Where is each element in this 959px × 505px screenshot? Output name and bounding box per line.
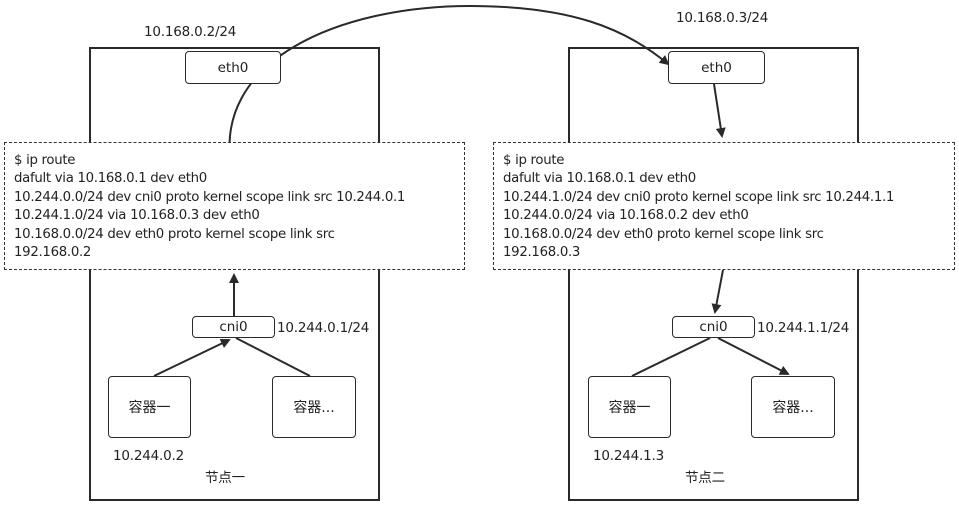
node2-cni0-to-container1-line xyxy=(631,337,711,377)
node2-route-table: $ ip route dafult via 10.168.0.1 dev eth… xyxy=(493,142,955,270)
route-line: dafult via 10.168.0.1 dev eth0 xyxy=(14,171,207,187)
route-line: dafult via 10.168.0.1 dev eth0 xyxy=(503,171,696,187)
route-line: 10.244.0.0/24 dev cni0 proto kernel scop… xyxy=(14,189,406,205)
node2-cni0: cni0 xyxy=(672,316,755,338)
node2-container1-ip-label: 10.244.1.3 xyxy=(593,448,664,464)
node1-container2: 容器... xyxy=(272,376,356,438)
route-line: 10.168.0.0/24 dev eth0 proto kernel scop… xyxy=(503,226,824,242)
eth0-to-eth0-arc xyxy=(228,4,670,171)
node2-name-label: 节点二 xyxy=(685,470,725,486)
route-line: 10.244.1.0/24 via 10.168.0.3 dev eth0 xyxy=(14,208,260,224)
node2-eth0: eth0 xyxy=(668,51,765,84)
node2-eth0-to-route-arrow xyxy=(713,83,726,138)
route-line: 10.168.0.0/24 dev eth0 proto kernel scop… xyxy=(14,226,335,242)
node1-container1-ip-label: 10.244.0.2 xyxy=(113,448,184,464)
route-line: 192.168.0.3 xyxy=(503,245,581,261)
node2-container1: 容器一 xyxy=(588,376,671,438)
node1-name-label: 节点一 xyxy=(205,470,245,486)
node1-eth0: eth0 xyxy=(185,51,281,84)
node2-container2: 容器... xyxy=(751,376,835,438)
node2-ip-label: 10.168.0.3/24 xyxy=(676,10,769,26)
node1-container1-to-cni0-arrow xyxy=(153,338,231,377)
node2-route-to-cni0-arrow xyxy=(711,269,724,314)
node1-container1: 容器一 xyxy=(108,376,191,438)
route-line: $ ip route xyxy=(14,153,76,168)
node2-cni0-ip-label: 10.244.1.1/24 xyxy=(757,320,850,336)
node1-ip-label: 10.168.0.2/24 xyxy=(144,24,237,40)
node1-route-table: $ ip route dafult via 10.168.0.1 dev eth… xyxy=(4,142,465,270)
route-line: 10.244.1.0/24 dev cni0 proto kernel scop… xyxy=(503,189,895,205)
route-line: $ ip route xyxy=(503,153,565,168)
route-line: 192.168.0.2 xyxy=(14,245,92,261)
node1-cni0-to-container2-line xyxy=(235,337,311,377)
route-line: 10.244.0.0/24 via 10.168.0.2 dev eth0 xyxy=(503,208,749,224)
node1-cni0-ip-label: 10.244.0.1/24 xyxy=(277,320,370,336)
node2-cni0-to-container2-arrow xyxy=(717,337,790,375)
node1-cni0: cni0 xyxy=(192,316,275,338)
